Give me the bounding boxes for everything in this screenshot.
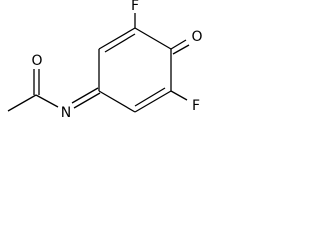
bond-ring-c3-c4	[134, 27, 172, 50]
bonds	[7, 13, 190, 113]
bond-ring-c5-c6-double-1	[134, 90, 172, 113]
bond-ring-c5-fluorine	[170, 90, 188, 101]
atom-labels: O N F O F	[31, 0, 202, 121]
carbonyl-oxygen-label: O	[31, 53, 42, 69]
bond-ring-c2-c3-double-1	[98, 27, 136, 50]
bond-imine-double-2	[73, 92, 101, 109]
bond-ring-c4-oxygen-double-2	[172, 44, 190, 55]
bond-carbonyl-nitrogen	[35, 94, 59, 108]
fluorine-top-label: F	[131, 0, 139, 14]
bond-ring-c4-oxygen-double-1	[170, 39, 187, 50]
imine-nitrogen-label: N	[61, 105, 71, 121]
bond-ring-c2-c3-double-2	[104, 33, 136, 53]
molecule-structure: O N F O F	[7, 0, 203, 121]
bond-methyl-carbonyl	[7, 94, 37, 112]
bond-imine-double-1	[71, 87, 99, 104]
bond-ring-c6-c1	[98, 90, 136, 113]
fluorine-bottom-label: F	[192, 98, 200, 114]
ring-oxygen-label: O	[191, 29, 202, 45]
bond-ring-c5-c6-double-2	[134, 87, 166, 107]
